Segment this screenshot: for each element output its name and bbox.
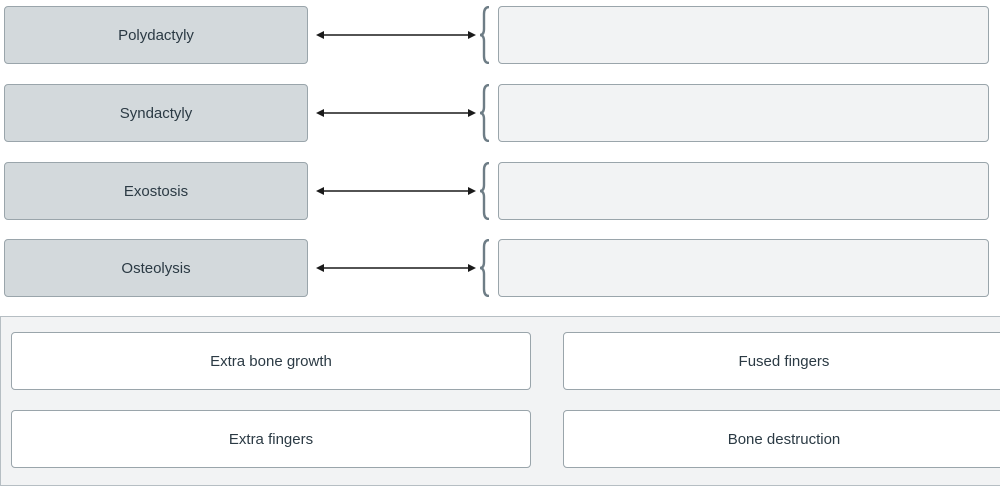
double-arrow-icon [316,264,476,272]
draggable-option[interactable]: Bone destruction [563,410,1000,468]
draggable-option[interactable]: Extra bone growth [11,332,531,390]
drop-zone[interactable] [498,239,989,297]
brace-icon [479,6,490,64]
double-arrow-icon [316,109,476,117]
match-row: Syndactyly [0,84,1000,142]
drop-zone[interactable] [498,162,989,220]
drop-zone[interactable] [498,84,989,142]
term-box: Osteolysis [4,239,308,297]
brace-icon [479,162,490,220]
brace-icon [479,239,490,297]
match-row: Exostosis [0,162,1000,220]
term-box: Polydactyly [4,6,308,64]
double-arrow-icon [316,31,476,39]
term-box: Syndactyly [4,84,308,142]
brace-icon [479,84,490,142]
draggable-option[interactable]: Extra fingers [11,410,531,468]
answer-bank: Extra bone growth Fused fingers Extra fi… [0,316,1000,486]
match-row: Polydactyly [0,6,1000,64]
double-arrow-icon [316,187,476,195]
term-box: Exostosis [4,162,308,220]
draggable-option[interactable]: Fused fingers [563,332,1000,390]
drop-zone[interactable] [498,6,989,64]
match-row: Osteolysis [0,239,1000,297]
